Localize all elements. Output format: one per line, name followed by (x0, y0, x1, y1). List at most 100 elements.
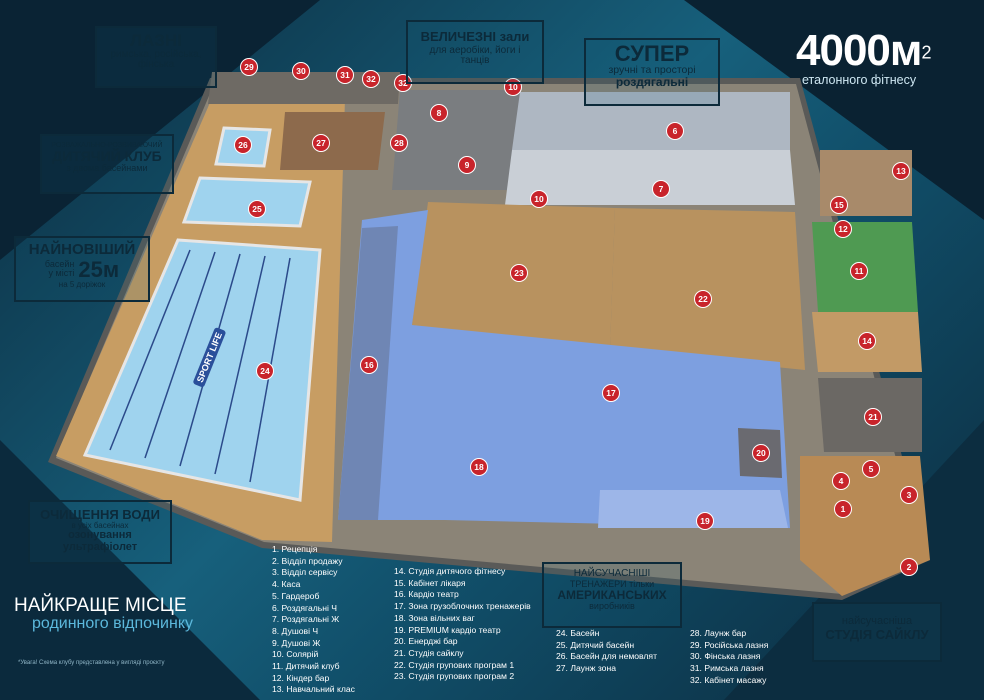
room-marker: 5 (862, 460, 880, 478)
callout-pool-size: 25м (78, 256, 120, 282)
callout-kids-small: РОЗВАЖАЛЬНО-РОЗВИВАЮЧИЙ (51, 142, 163, 149)
legend-item: 14. Студія дитячого фітнесу (394, 566, 506, 576)
legend-item: 29. Російська лазня (690, 639, 769, 650)
room-marker: 31 (336, 66, 354, 84)
callout-water-line3: ультрафіолет (62, 540, 138, 553)
room-marker: 19 (696, 512, 714, 530)
callout-halls-title: ВЕЛИЧЕЗНІ зали (420, 29, 530, 44)
callout-kids-title: ДИТЯЧИЙ КЛУБ (52, 148, 162, 165)
callout-trainers-line3: АМЕРИКАНСЬКИХ (557, 587, 667, 602)
callout-water-line1: в усіх басейнах (71, 520, 129, 530)
legend-item: 24. Басейн (556, 628, 600, 638)
gym-floor (338, 210, 790, 528)
room-marker: 32 (362, 70, 380, 88)
room-marker: 9 (458, 156, 476, 174)
legend-item: 7. Роздягальні Ж (272, 614, 340, 625)
locker-room-men (512, 92, 790, 150)
room-marker: 22 (694, 290, 712, 308)
legend-item: 10. Солярій (272, 649, 319, 660)
legend-item: 19. PREMIUM кардіо театр (394, 624, 501, 635)
callout-sauna-text: римська, російська, фінська (110, 48, 202, 71)
callout-pool-row: басейн у місті 25м (16, 258, 148, 281)
room-marker: 16 (360, 356, 378, 374)
premium-cardio (598, 490, 788, 528)
legend-item: 4. Каса (272, 579, 301, 590)
slogan: НАЙКРАЩЕ МІСЦЕ родинного відпочинку (14, 596, 254, 633)
callout-halls: ВЕЛИЧЕЗНІ зали для аеробіки, йоги і танц… (406, 20, 544, 84)
room-marker: 20 (752, 444, 770, 462)
room-marker: 4 (832, 472, 850, 490)
callout-sauna-title: ЛАЗНІ (130, 31, 182, 50)
legend-item: 20. Енерджі бар (394, 636, 458, 647)
legend-item: 21. Студія сайклу (394, 647, 464, 658)
legend-item: 31. Римська лазня (690, 663, 764, 674)
legend-item: 22. Студія групових програм 1 (394, 659, 515, 670)
legend-item: 25. Дитячий басейн (556, 639, 635, 650)
room-marker: 21 (864, 408, 882, 426)
callout-trainers-line4: виробників (589, 600, 635, 611)
room-marker: 25 (248, 200, 266, 218)
legend-item: 28. Лаунж бар (690, 628, 747, 638)
callout-pool: НАЙНОВІШИЙ басейн у місті 25м на 5 доріж… (14, 236, 150, 302)
callout-trainers-line2: ТРЕНАЖЕРИ тільки (569, 578, 655, 589)
room-marker: 24 (256, 362, 274, 380)
room-marker: 1 (834, 500, 852, 518)
room-marker: 6 (666, 122, 684, 140)
lounge-zone (280, 112, 385, 170)
callout-kids: РОЗВАЖАЛЬНО-РОЗВИВАЮЧИЙ ДИТЯЧИЙ КЛУБ з д… (40, 134, 174, 194)
room-marker: 7 (652, 180, 670, 198)
legend-item: 3. Відділ сервісу (272, 567, 338, 578)
legend-item: 30. Фінська лазня (690, 651, 761, 662)
room-marker: 23 (510, 264, 528, 282)
area-superscript: 2 (921, 42, 932, 63)
callout-water-title: ОЧИЩЕННЯ ВОДИ (40, 507, 160, 522)
room-marker: 18 (470, 458, 488, 476)
callout-pool-line2: у місті (48, 268, 75, 279)
room-marker: 26 (234, 136, 252, 154)
room-marker: 8 (430, 104, 448, 122)
locker-room-women (505, 150, 795, 205)
legend-item: 8. Душові Ч (272, 625, 319, 636)
callout-lockers: СУПЕР зручні та просторі роздягальні (584, 38, 720, 106)
room-marker: 27 (312, 134, 330, 152)
legend-item: 32. Кабінет масажу (690, 674, 767, 685)
callout-cycle-line2: СТУДІЯ САЙКЛУ (825, 626, 929, 642)
callout-pool-line1: басейн (44, 258, 75, 269)
callout-halls-text: для аеробіки, йоги і танців (429, 44, 521, 67)
callout-trainers: НАЙСУЧАСНІШІ ТРЕНАЖЕРИ тільки АМЕРИКАНСЬ… (542, 562, 682, 628)
room-marker: 14 (858, 332, 876, 350)
callout-pool-lines: басейн у місті (44, 258, 75, 279)
callout-water-line2: озонування (68, 529, 132, 542)
legend-item: 16. Кардіо театр (394, 589, 459, 600)
callout-pool-title: НАЙНОВІШИЙ (28, 241, 136, 258)
room-marker: 17 (602, 384, 620, 402)
room-marker: 13 (892, 162, 910, 180)
callout-lockers-line1: зручні та просторі (608, 64, 696, 77)
footnote: *Увага! Схема клубу представлена у вигля… (18, 660, 258, 666)
legend-item: 23. Студія групових програм 2 (394, 671, 515, 682)
area-hero: 4000м2 еталонного фітнесу (796, 26, 976, 88)
callout-trainers-line1: НАЙСУЧАСНІШІ (573, 568, 651, 579)
callout-lockers-title: СУПЕР (614, 41, 690, 66)
area-caption: еталонного фітнесу (802, 73, 917, 88)
legend-item: 6. Роздягальні Ч (272, 602, 337, 613)
legend-item: 5. Гардероб (272, 590, 320, 601)
room-marker: 28 (390, 134, 408, 152)
room-marker: 10 (530, 190, 548, 208)
callout-sauna: ЛАЗНІ римська, російська, фінська (95, 26, 217, 88)
callout-cycle: найсучасніша СТУДІЯ САЙКЛУ (812, 602, 942, 662)
legend-item: 17. Зона грузоблочних тренажерів (394, 601, 531, 612)
callout-lockers-line2: роздягальні (615, 75, 689, 90)
area-number: 4000м (796, 26, 922, 75)
slogan-line2: родинного відпочинку (32, 614, 194, 632)
slogan-line1: НАЙКРАЩЕ МІСЦЕ (14, 595, 187, 616)
room-marker: 11 (850, 262, 868, 280)
callout-cycle-line1: найсучасніша (841, 615, 913, 627)
callout-kids-text: з двома басейнами (66, 163, 148, 174)
legend-item: 11. Дитячий клуб (272, 661, 340, 672)
legend-item: 26. Басейн для немовлят (556, 651, 658, 662)
